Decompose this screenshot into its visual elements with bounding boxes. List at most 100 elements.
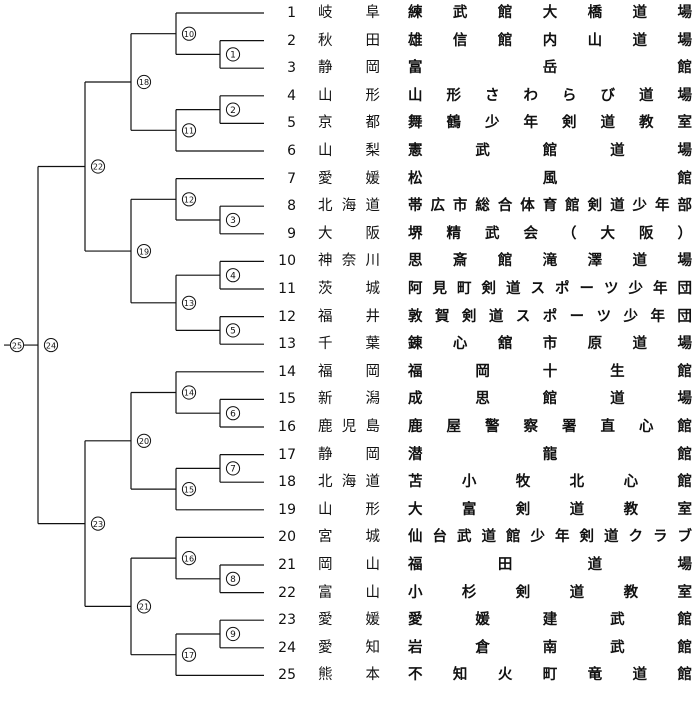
svg-text:12: 12 xyxy=(184,196,194,205)
entry-number: 4 xyxy=(287,87,296,104)
entry-prefecture: 北海道 xyxy=(318,474,380,491)
entry-prefecture: 大阪 xyxy=(318,225,380,242)
entry-prefecture: 岐阜 xyxy=(318,5,380,21)
match-number-label: 24 xyxy=(43,337,59,353)
svg-text:22: 22 xyxy=(93,163,103,172)
svg-text:10: 10 xyxy=(184,30,194,39)
svg-text:7: 7 xyxy=(230,465,236,475)
entry-team: 山形さわらび道場 xyxy=(408,87,692,104)
entry-team: 憲武館道場 xyxy=(408,143,692,159)
match-number-label: 3 xyxy=(225,212,241,228)
entry-team: 練武館大橋道場 xyxy=(408,5,692,21)
svg-text:15: 15 xyxy=(184,485,194,494)
match-number-label: 12 xyxy=(181,192,197,207)
match-number-label: 10 xyxy=(181,26,197,41)
entry-number: 2 xyxy=(287,32,296,49)
entry-prefecture: 富山 xyxy=(318,584,380,601)
entry-number: 19 xyxy=(278,501,296,518)
entry-prefecture: 静岡 xyxy=(318,60,380,77)
entry-row: 2 秋田 雄信館内山道場 xyxy=(0,28,700,54)
entry-team: 成思館道場 xyxy=(408,391,692,408)
svg-text:18: 18 xyxy=(139,78,149,87)
match-number-label: 17 xyxy=(181,647,197,662)
match-number-label: 25 xyxy=(9,337,25,353)
match-number-label: 22 xyxy=(90,159,106,174)
entry-number: 20 xyxy=(278,529,296,546)
match-number-label: 14 xyxy=(181,385,197,400)
entry-number: 11 xyxy=(278,281,296,297)
svg-text:20: 20 xyxy=(139,437,149,446)
entry-number: 12 xyxy=(278,308,296,325)
svg-text:23: 23 xyxy=(93,520,103,529)
svg-text:5: 5 xyxy=(230,327,236,337)
entry-number: 7 xyxy=(287,170,296,187)
entry-prefecture: 愛知 xyxy=(318,639,380,656)
entry-team: 鹿屋警察署直心館 xyxy=(408,419,692,435)
entry-number: 9 xyxy=(287,225,296,242)
entry-number: 6 xyxy=(287,143,296,159)
svg-text:21: 21 xyxy=(139,603,149,612)
entry-team: 小杉剣道教室 xyxy=(408,584,692,601)
entry-team: 敦賀剣道スポーツ少年団 xyxy=(408,308,692,325)
match-number-label: 4 xyxy=(225,268,241,283)
match-number-label: 1 xyxy=(225,47,241,62)
entry-prefecture: 山形 xyxy=(318,501,380,518)
entry-team: 愛媛建武館 xyxy=(408,612,692,629)
entry-row: 4 山形 山形さわらび道場 xyxy=(0,83,700,109)
entry-prefecture: 山形 xyxy=(318,87,380,104)
match-number-label: 11 xyxy=(181,123,197,138)
entry-prefecture: 岡山 xyxy=(318,557,380,573)
svg-text:14: 14 xyxy=(184,389,194,398)
match-number-label: 2 xyxy=(225,102,241,117)
svg-text:17: 17 xyxy=(184,651,194,660)
entry-prefecture: 新潟 xyxy=(318,391,380,408)
entry-team: 帯広市総合体育館剣道少年部 xyxy=(408,198,692,215)
entry-team: 仙台武道館少年剣道クラブ xyxy=(408,529,692,546)
entry-prefecture: 京都 xyxy=(318,115,380,132)
entry-prefecture: 茨城 xyxy=(318,281,380,297)
entry-number: 5 xyxy=(287,115,296,132)
entry-row: 22 富山 小杉剣道教室 xyxy=(0,580,700,606)
match-number-label: 23 xyxy=(90,516,106,531)
entry-number: 10 xyxy=(278,253,296,270)
svg-text:25: 25 xyxy=(12,341,22,350)
entry-team: 岩倉南武館 xyxy=(408,639,692,656)
svg-text:4: 4 xyxy=(230,271,236,281)
entry-number: 13 xyxy=(278,336,296,353)
match-number-label: 18 xyxy=(136,74,152,90)
entry-row: 9 大阪 堺精武会（大阪） xyxy=(0,221,700,247)
entry-prefecture: 福岡 xyxy=(318,363,380,380)
svg-text:9: 9 xyxy=(230,630,236,640)
match-number-label: 8 xyxy=(225,571,241,586)
entry-number: 21 xyxy=(278,557,296,573)
entry-team: 堺精武会（大阪） xyxy=(408,225,692,242)
entry-prefecture: 秋田 xyxy=(318,32,380,49)
entry-team: 雄信館内山道場 xyxy=(408,32,692,49)
svg-text:13: 13 xyxy=(184,299,194,308)
entry-number: 22 xyxy=(278,584,296,601)
match-number-label: 13 xyxy=(181,295,197,310)
entry-team: 思斎館滝澤道場 xyxy=(408,253,692,270)
entry-number: 18 xyxy=(278,474,296,491)
svg-text:6: 6 xyxy=(230,409,236,419)
svg-text:1: 1 xyxy=(230,51,236,61)
entry-number: 17 xyxy=(278,446,296,463)
entry-prefecture: 千葉 xyxy=(318,336,380,353)
match-number-label: 5 xyxy=(225,323,241,338)
entry-number: 24 xyxy=(278,639,296,656)
entry-team: 福岡十生館 xyxy=(408,363,692,380)
match-number-label: 9 xyxy=(225,626,241,642)
svg-text:19: 19 xyxy=(139,247,149,256)
